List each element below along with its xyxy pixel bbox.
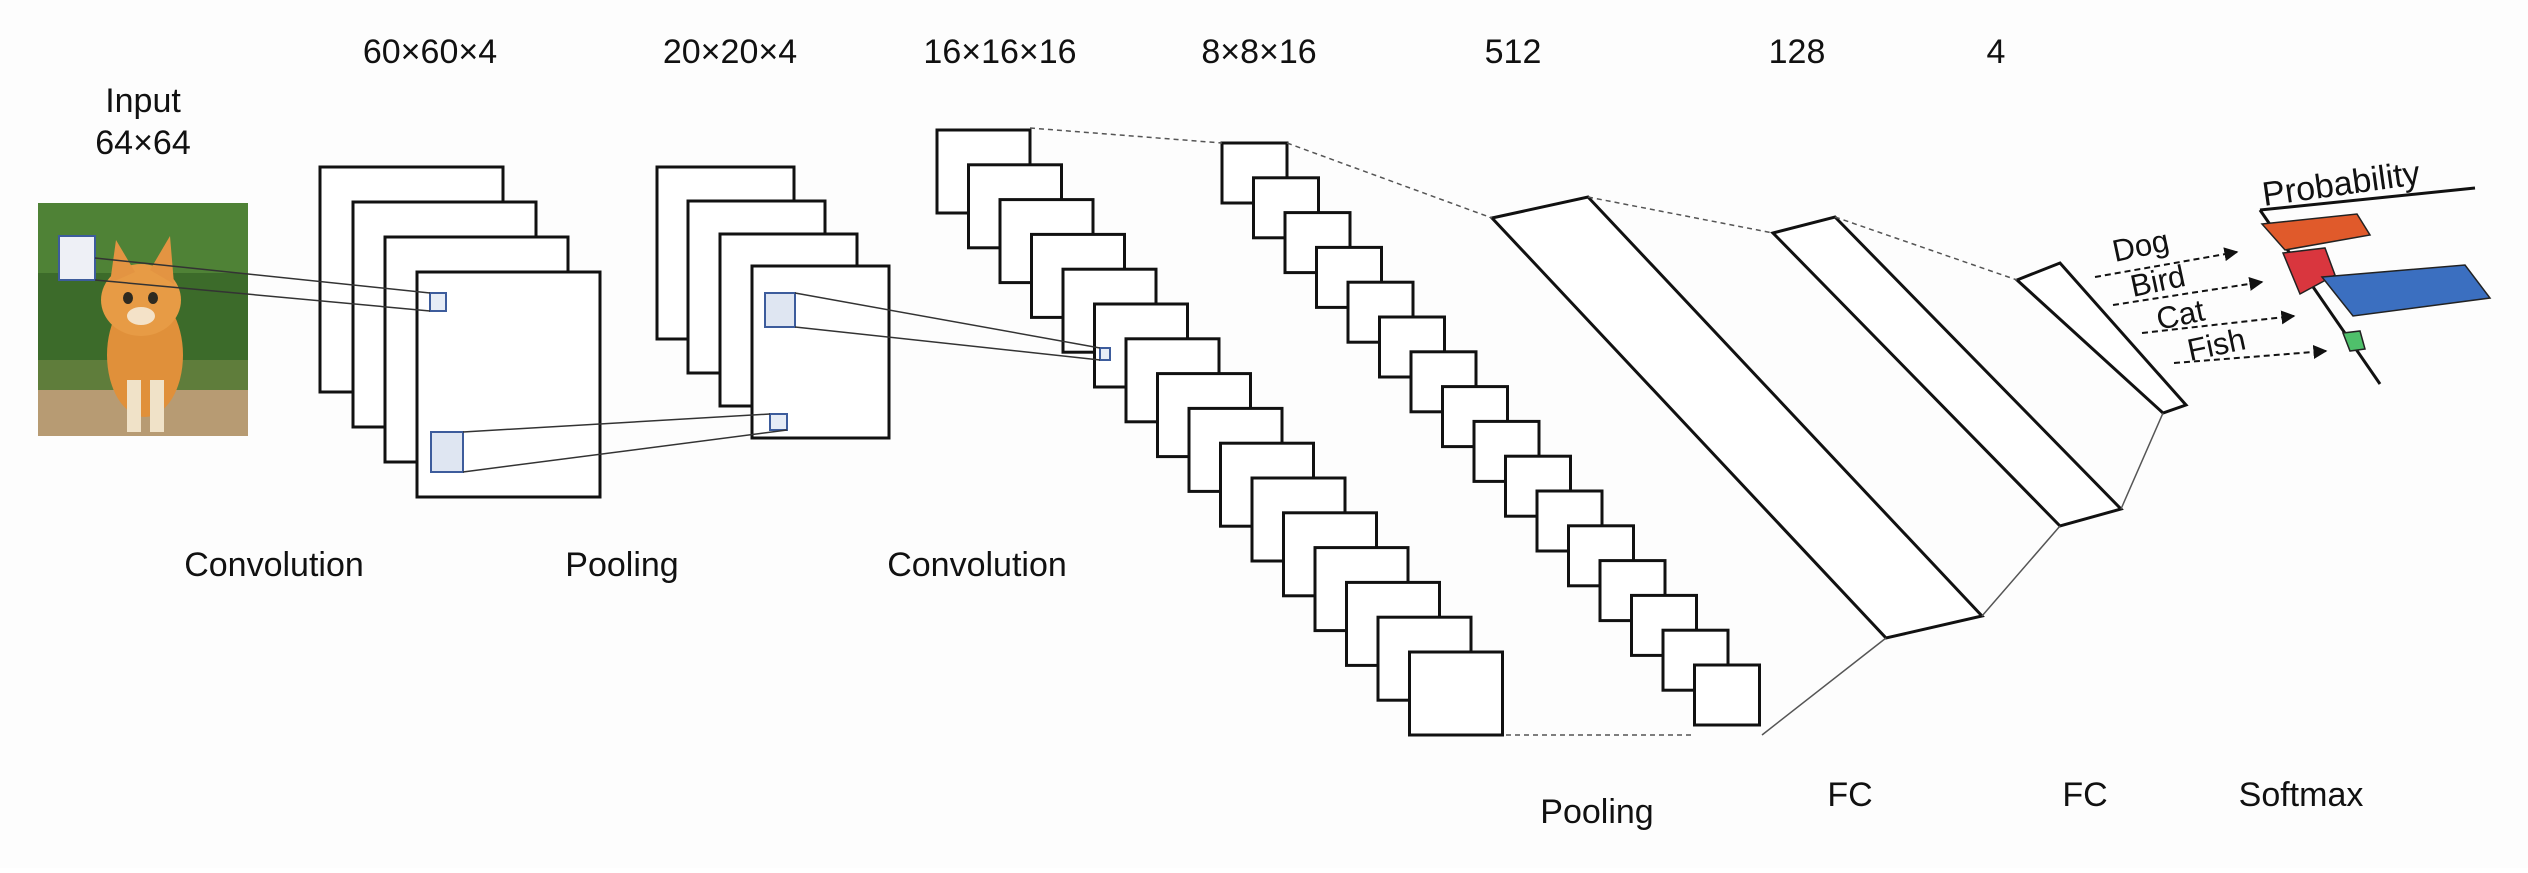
stage-label-convolution-1: Convolution <box>184 546 364 584</box>
input-title: Input <box>105 82 181 120</box>
input-image <box>38 203 248 436</box>
dim-label-conv2: 16×16×16 <box>923 33 1076 71</box>
conv2-map <box>1408 650 1504 737</box>
pool1-receptive-box <box>764 292 796 328</box>
input-size: 64×64 <box>95 124 191 162</box>
fc-layer-4 <box>2014 261 2189 415</box>
dim-label-pool2: 8×8×16 <box>1201 33 1316 71</box>
dim-label-conv1: 60×60×4 <box>363 33 497 71</box>
stage-label-pooling-2: Pooling <box>1540 793 1653 831</box>
probability-title: Probability <box>2260 154 2422 214</box>
stage-label-fc-2: FC <box>2062 776 2107 814</box>
pool1-feature-maps <box>655 165 891 440</box>
projection-lines <box>1029 127 2018 736</box>
stage-label-fc-1: FC <box>1827 776 1872 814</box>
fc-layer-512 <box>1489 195 1985 640</box>
connection-lines <box>94 257 1101 473</box>
probability-axis-top <box>2259 186 2476 212</box>
conv2-feature-maps <box>935 128 1504 737</box>
stage-label-pooling-1: Pooling <box>565 546 678 584</box>
conv1-receptive-box-small <box>429 292 447 312</box>
conv2-receptive-box <box>1099 347 1111 361</box>
solid-projection-lines <box>1761 412 2164 736</box>
pool2-feature-maps <box>1220 141 1761 727</box>
dim-label-pool1: 20×20×4 <box>663 33 797 71</box>
stage-label-convolution-2: Convolution <box>887 546 1067 584</box>
conv1-receptive-box-large <box>430 431 464 473</box>
class-arrows <box>2094 247 2328 364</box>
conv1-feature-maps <box>318 165 602 499</box>
probability-bar-fish <box>2341 330 2366 352</box>
probability-bars <box>2260 213 2492 352</box>
stage-label-softmax: Softmax <box>2239 776 2364 814</box>
dim-label-fc2: 128 <box>1769 33 1826 71</box>
probability-bar-dog <box>2260 213 2372 251</box>
probability-bar-cat <box>2320 264 2492 317</box>
pool1-receptive-box-small <box>769 413 788 431</box>
pool2-map <box>1693 663 1761 727</box>
probability-bar-bird <box>2281 247 2336 296</box>
dim-label-fc1: 512 <box>1485 33 1542 71</box>
dim-label-output: 4 <box>1987 33 2006 71</box>
